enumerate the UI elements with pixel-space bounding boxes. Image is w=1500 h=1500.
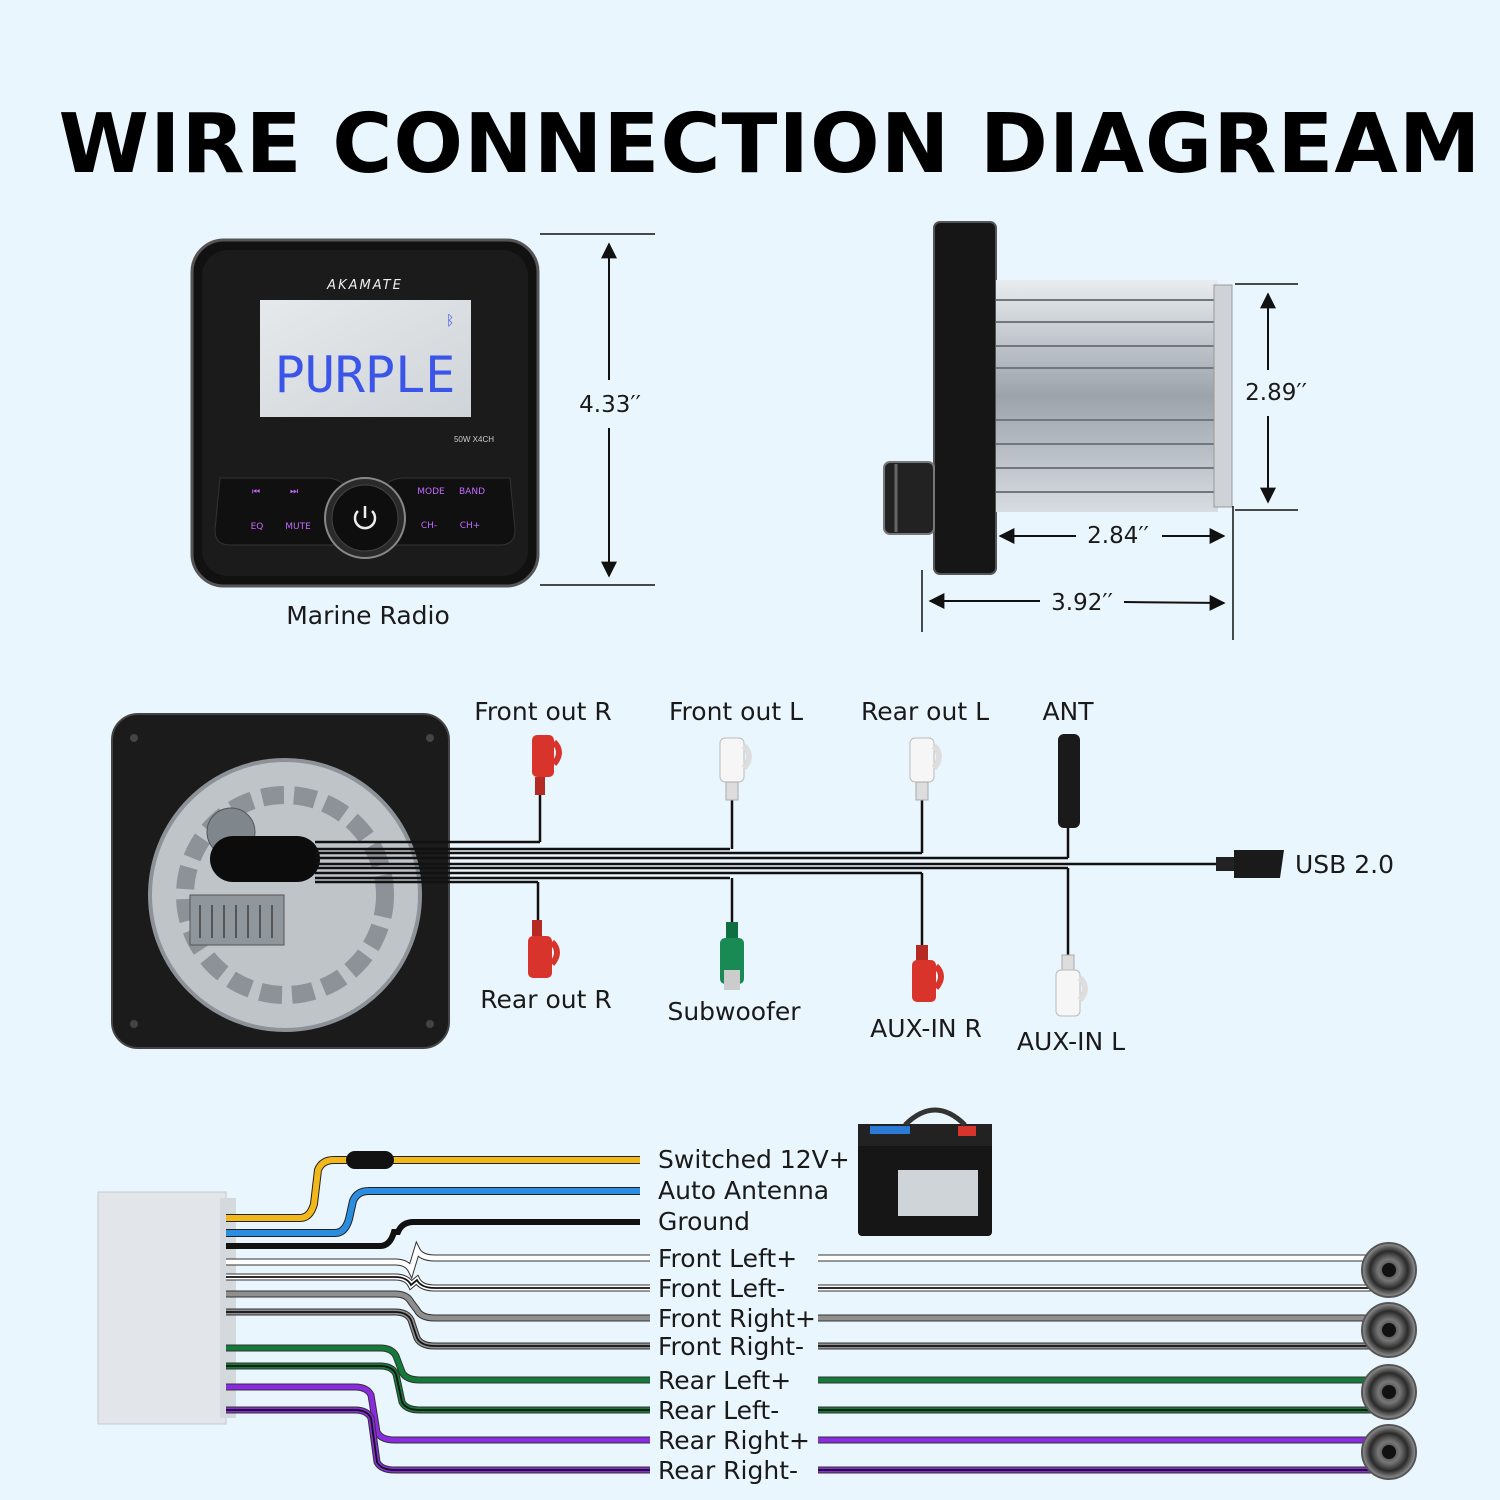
usb-connector bbox=[1216, 850, 1284, 878]
label-auto-antenna: Auto Antenna bbox=[658, 1176, 829, 1205]
mode-button[interactable]: MODE bbox=[417, 487, 445, 497]
wire-rear-right-plus bbox=[226, 1384, 650, 1443]
dimension-body-length: 2.84′′ bbox=[998, 523, 1226, 549]
wire-stripe bbox=[226, 1365, 650, 1411]
power-icon bbox=[353, 506, 377, 530]
power-wires bbox=[226, 1151, 640, 1249]
dimension-side-height: 2.89′′ bbox=[1235, 283, 1307, 511]
band-button[interactable]: BAND bbox=[459, 487, 485, 497]
speaker-wires bbox=[226, 1240, 1380, 1474]
radio-side-view bbox=[883, 221, 1233, 575]
fuse-icon bbox=[346, 1151, 394, 1169]
wire-front-right-plus bbox=[226, 1291, 650, 1321]
wire-outline bbox=[226, 1187, 640, 1237]
rca-subwoofer bbox=[720, 922, 744, 990]
harness-plug bbox=[97, 1191, 236, 1425]
label-front-left-plus: Front Left+ bbox=[658, 1244, 797, 1273]
bluetooth-icon: ᛒ bbox=[446, 312, 454, 328]
side-height-label: 2.89′′ bbox=[1245, 380, 1307, 406]
total-length-label: 3.92′′ bbox=[1051, 590, 1113, 616]
ant-connector bbox=[1058, 734, 1080, 828]
label-rear-right-plus: Rear Right+ bbox=[658, 1426, 810, 1455]
next-button[interactable]: ⏭ bbox=[290, 487, 298, 497]
heatsink-body bbox=[996, 280, 1218, 512]
eq-button[interactable]: EQ bbox=[251, 522, 264, 532]
rca-aux-in-l bbox=[1055, 954, 1088, 1017]
rca-cable-bundle bbox=[210, 795, 1220, 960]
label-rear-left-plus: Rear Left+ bbox=[658, 1366, 791, 1395]
label-aux-in-l: AUX-IN L bbox=[1017, 1027, 1125, 1056]
rca-front-out-r bbox=[532, 735, 562, 795]
ch-up-button[interactable]: CH+ bbox=[460, 521, 481, 531]
lcd-display-text: PURPLE bbox=[275, 346, 456, 404]
marine-radio-caption: Marine Radio bbox=[286, 601, 450, 630]
wire-switched-12v-plus bbox=[226, 1157, 640, 1221]
page-title: WIRE CONNECTION DIAGREAM bbox=[59, 97, 1482, 192]
rca-rear-out-l bbox=[909, 737, 942, 801]
speaker-center bbox=[1382, 1385, 1396, 1399]
speaker-center bbox=[1382, 1323, 1396, 1337]
wire-stripe bbox=[226, 1409, 650, 1471]
speakers bbox=[1361, 1242, 1417, 1480]
label-switched-12v-plus: Switched 12V+ bbox=[658, 1145, 850, 1174]
label-subwoofer: Subwoofer bbox=[667, 997, 801, 1026]
brand-logo: AKAMATE bbox=[326, 278, 403, 293]
speaker-center bbox=[1382, 1445, 1396, 1459]
label-front-left-minus: Front Left- bbox=[658, 1274, 785, 1303]
label-front-out-l: Front out L bbox=[669, 697, 803, 726]
label-aux-in-r: AUX-IN R bbox=[870, 1014, 982, 1043]
power-knob[interactable] bbox=[324, 477, 406, 559]
wire-front-left-minus bbox=[226, 1274, 650, 1291]
power-badge: 50W X4CH bbox=[454, 435, 494, 444]
rca-aux-in-r bbox=[912, 945, 944, 1002]
label-rear-left-minus: Rear Left- bbox=[658, 1396, 779, 1425]
radio-front-view: AKAMATE ᛒ PURPLE 50W X4CH ⏮ ⏭ MODE BAND … bbox=[190, 238, 540, 630]
rca-rear-out-r bbox=[528, 920, 560, 978]
label-rear-right-minus: Rear Right- bbox=[658, 1456, 798, 1485]
lcd-screen bbox=[260, 300, 471, 417]
rca-front-out-l bbox=[719, 737, 752, 801]
wire-auto-antenna bbox=[226, 1188, 640, 1236]
wire-rear-left-plus bbox=[226, 1345, 650, 1383]
label-rear-out-r: Rear out R bbox=[480, 985, 611, 1014]
wire-stripe bbox=[226, 1276, 650, 1289]
label-front-right-minus: Front Right- bbox=[658, 1332, 804, 1361]
wire-front-left-plus bbox=[226, 1243, 650, 1277]
label-front-right-plus: Front Right+ bbox=[658, 1304, 816, 1333]
label-ground: Ground bbox=[658, 1207, 750, 1236]
wire-stripe bbox=[226, 1311, 650, 1347]
label-rear-out-l: Rear out L bbox=[861, 697, 989, 726]
body-length-label: 2.84′′ bbox=[1087, 523, 1149, 549]
battery-icon bbox=[858, 1107, 992, 1236]
label-front-out-r: Front out R bbox=[474, 697, 611, 726]
front-height-label: 4.33′′ bbox=[579, 392, 641, 418]
radio-rear-view bbox=[111, 713, 450, 1049]
wire-ground bbox=[226, 1219, 640, 1249]
knob-side-icon bbox=[883, 461, 935, 535]
mute-button[interactable]: MUTE bbox=[285, 522, 311, 532]
label-ant: ANT bbox=[1042, 697, 1094, 726]
prev-button[interactable]: ⏮ bbox=[252, 487, 260, 497]
ch-down-button[interactable]: CH- bbox=[421, 521, 437, 531]
label-usb: USB 2.0 bbox=[1295, 850, 1394, 879]
speaker-center bbox=[1382, 1263, 1396, 1277]
dimension-height-front: 4.33′′ bbox=[540, 233, 655, 586]
dimension-total-length: 3.92′′ bbox=[921, 506, 1234, 640]
